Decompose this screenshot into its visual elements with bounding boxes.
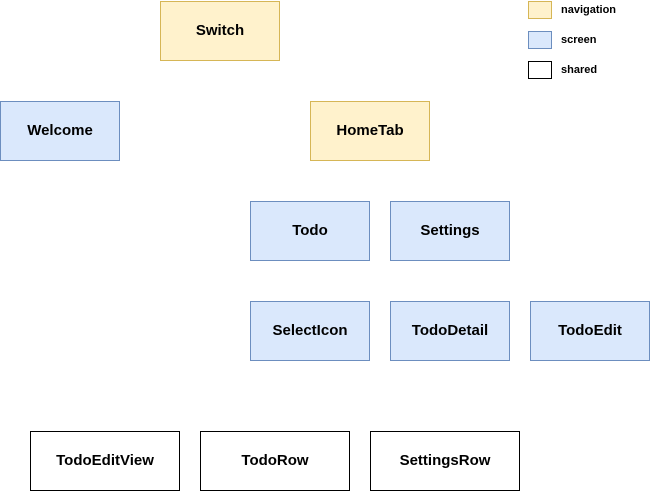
node-label: Todo (292, 221, 328, 239)
node-label: SettingsRow (399, 451, 491, 469)
legend-label-shared: shared (561, 64, 598, 76)
node-label: Switch (195, 21, 245, 39)
node-label: HomeTab (336, 121, 404, 139)
node-todo[interactable]: Todo (250, 201, 370, 261)
node-label: TodoEdit (558, 321, 622, 339)
node-label: TodoDetail (411, 321, 489, 339)
legend-label-screen: screen (561, 34, 597, 46)
legend-swatch-shared-icon (528, 61, 552, 79)
node-label: TodoRow (241, 451, 309, 469)
legend-swatch-screen-icon (528, 31, 552, 49)
node-todorow[interactable]: TodoRow (200, 431, 350, 491)
legend-label-navigation: navigation (561, 4, 617, 16)
node-selecticon[interactable]: SelectIcon (250, 301, 370, 361)
node-settings[interactable]: Settings (390, 201, 510, 261)
node-todoedit[interactable]: TodoEdit (530, 301, 650, 361)
node-todoeditview[interactable]: TodoEditView (30, 431, 180, 491)
legend-item-navigation: navigation (528, 0, 648, 20)
node-label: TodoEditView (56, 451, 154, 469)
node-hometab[interactable]: HomeTab (310, 101, 430, 161)
legend-swatch-navigation-icon (528, 1, 552, 19)
node-label: Settings (420, 221, 480, 239)
node-label: SelectIcon (272, 321, 348, 339)
node-welcome[interactable]: Welcome (0, 101, 120, 161)
legend-item-shared: shared (528, 60, 648, 80)
legend-item-screen: screen (528, 30, 648, 50)
node-tododetail[interactable]: TodoDetail (390, 301, 510, 361)
node-label: Welcome (27, 121, 93, 139)
legend: navigation screen shared (528, 0, 648, 90)
node-switch[interactable]: Switch (160, 1, 280, 61)
node-settingsrow[interactable]: SettingsRow (370, 431, 520, 491)
